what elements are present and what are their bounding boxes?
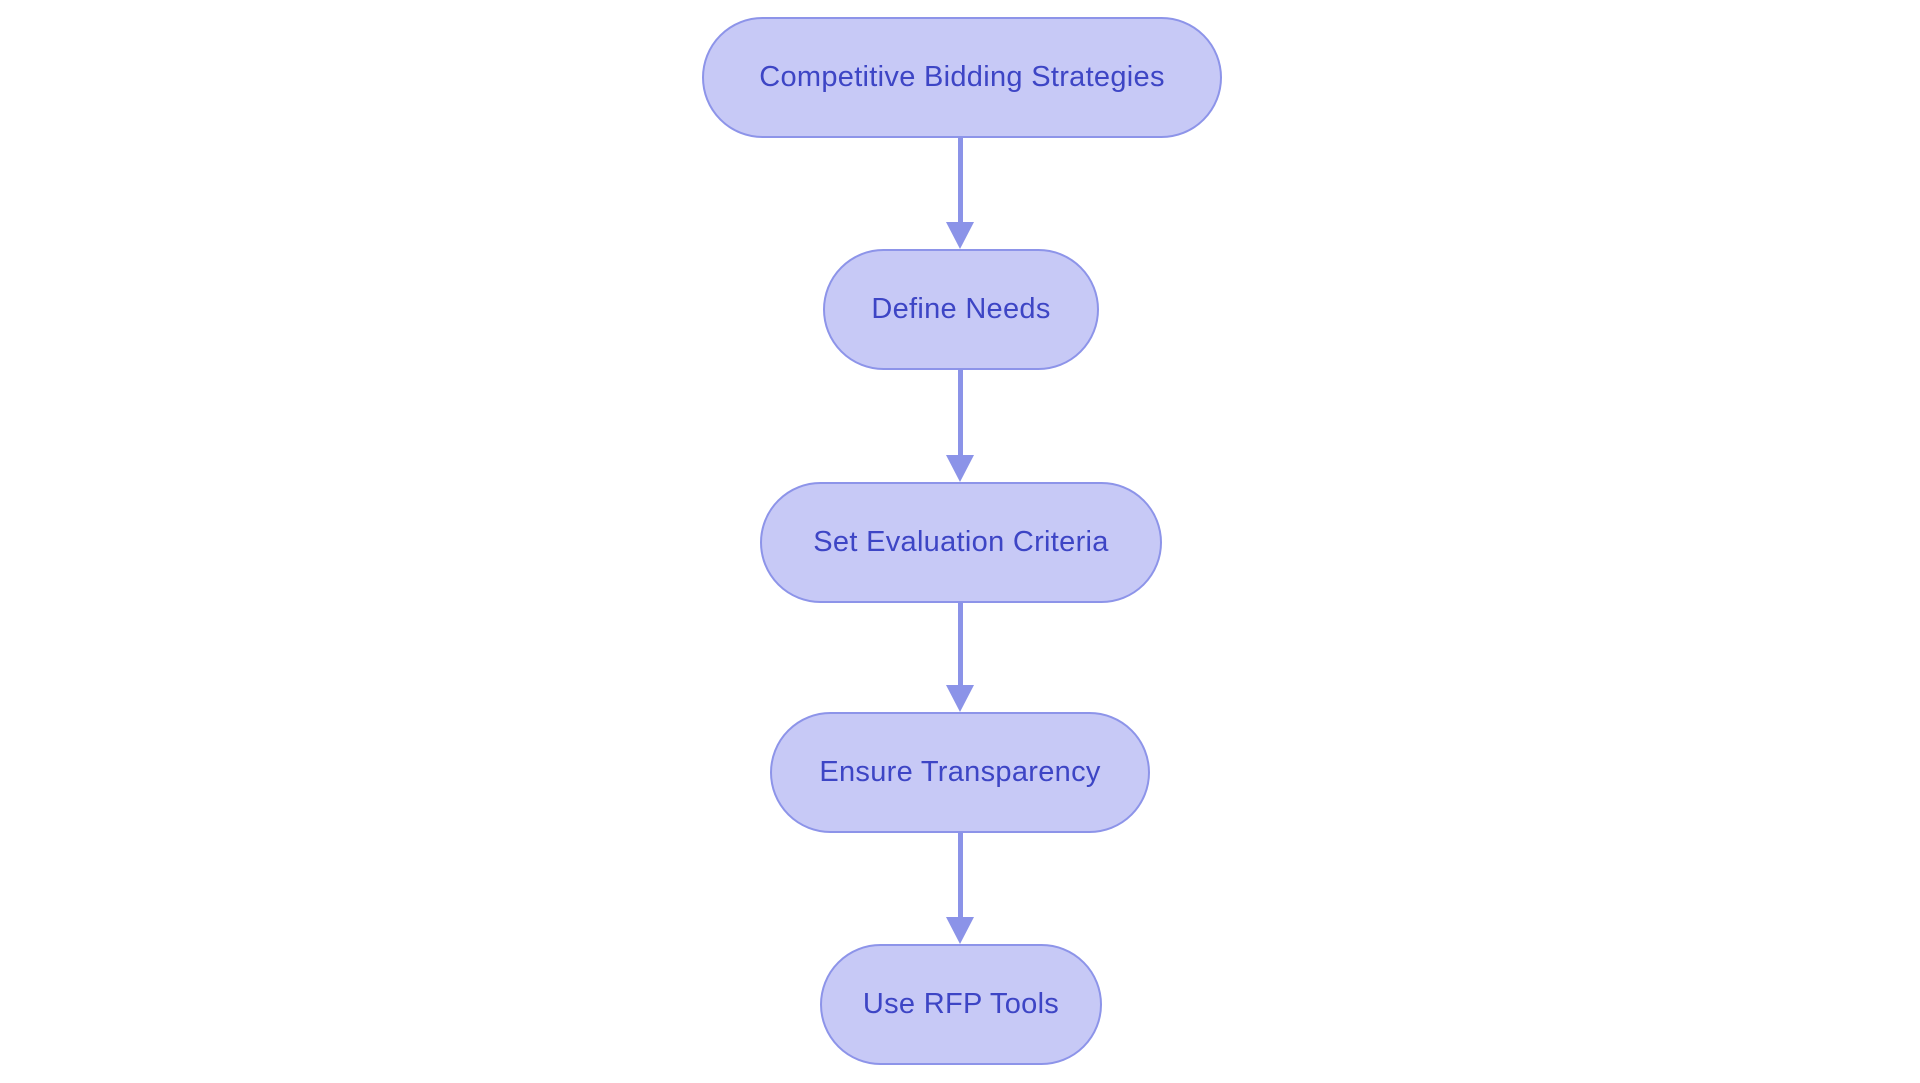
flow-node-label: Ensure Transparency — [819, 756, 1101, 788]
flow-node-label: Define Needs — [871, 293, 1051, 325]
flow-node-competitive-bidding-strategies: Competitive Bidding Strategies — [702, 17, 1222, 138]
arrowhead-down-icon — [946, 685, 974, 712]
arrowhead-down-icon — [946, 222, 974, 249]
arrow-line — [957, 832, 963, 917]
flow-arrow-3 — [944, 602, 976, 712]
arrowhead-down-icon — [946, 917, 974, 944]
flow-node-set-evaluation-criteria: Set Evaluation Criteria — [760, 482, 1162, 603]
flow-arrow-2 — [944, 369, 976, 482]
flow-node-define-needs: Define Needs — [823, 249, 1099, 370]
flow-arrow-4 — [944, 832, 976, 944]
flow-arrow-1 — [944, 138, 976, 249]
arrow-line — [957, 138, 963, 222]
flow-node-label: Use RFP Tools — [862, 988, 1060, 1020]
arrow-line — [957, 602, 963, 685]
flow-node-label: Set Evaluation Criteria — [813, 526, 1109, 558]
arrow-line — [957, 369, 963, 455]
flow-node-use-rfp-tools: Use RFP Tools — [820, 944, 1102, 1065]
flow-node-label: Competitive Bidding Strategies — [759, 61, 1165, 93]
arrowhead-down-icon — [946, 455, 974, 482]
flow-node-ensure-transparency: Ensure Transparency — [770, 712, 1150, 833]
